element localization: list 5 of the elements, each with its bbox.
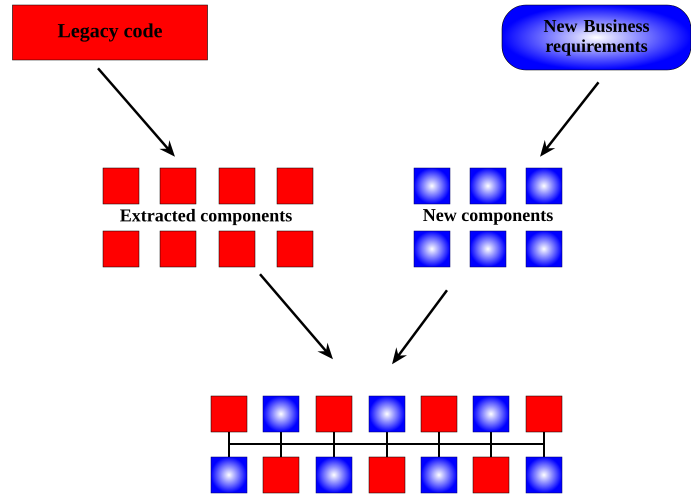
process-box: Legacy code (12, 4, 208, 60)
group-label: New components (423, 209, 553, 225)
requirements-box: New Business requirements (502, 4, 691, 70)
group-label: Extracted components (120, 208, 292, 226)
system-drawing (210, 396, 562, 494)
